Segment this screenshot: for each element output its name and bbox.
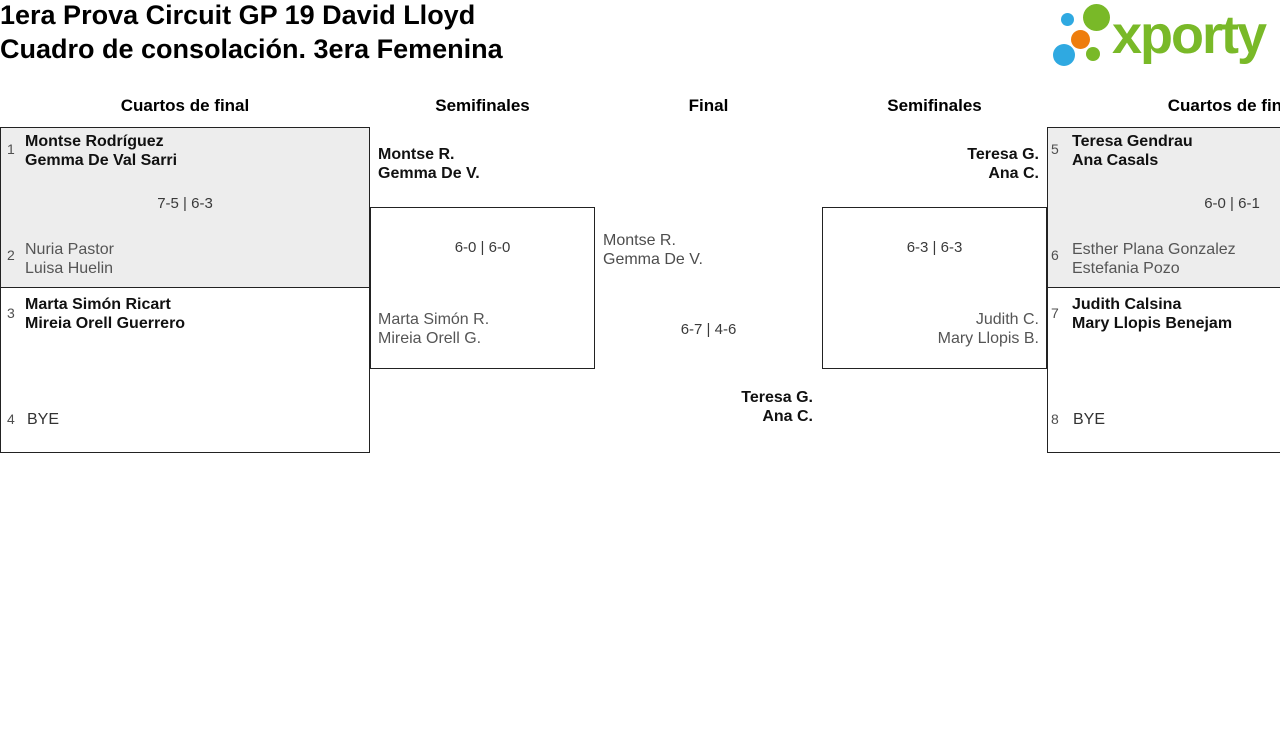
player-name: Montse Rodríguez [25, 133, 164, 150]
player-name: Gemma De Val Sarri [25, 152, 178, 169]
player-name: Mary Llopis Benejam [1072, 315, 1233, 332]
match-score: 7-5 | 6-3 [157, 195, 213, 212]
match-score: 6-3 | 6-3 [906, 239, 963, 256]
team-names: Judith Calsina Mary Llopis Benejam [1072, 295, 1232, 333]
team-names: Teresa G. Ana C. [596, 388, 813, 426]
logo-dot-icon [1071, 30, 1090, 49]
seed-number: 6 [1051, 247, 1059, 263]
team-names: Marta Simón Ricart Mireia Orell Guerrero [25, 295, 185, 333]
match-box-qf-left-bottom[interactable] [0, 287, 370, 453]
logo-wordmark: xporty [1112, 5, 1267, 65]
match-score: 6-7 | 4-6 [680, 321, 737, 338]
match-score: 6-0 | 6-1 [1204, 195, 1260, 212]
team-names: Teresa G. Ana C. [822, 145, 1039, 183]
player-name: Nuria Pastor [25, 241, 114, 258]
player-name: Montse R. [378, 146, 455, 163]
seed-number: 8 [1051, 411, 1059, 427]
player-name: Montse R. [603, 232, 676, 249]
match-box-qf-right-bottom[interactable] [1047, 287, 1280, 453]
player-name: Teresa G. [967, 146, 1039, 163]
seed-number: 3 [7, 305, 15, 321]
logo-dot-icon [1053, 44, 1075, 66]
round-header-semifinals-right: Semifinales [887, 96, 982, 115]
team-names: Montse R. Gemma De V. [378, 145, 480, 183]
match-box-sf-left[interactable] [370, 207, 595, 369]
logo-dot-icon [1061, 13, 1074, 26]
seed-number: 5 [1051, 141, 1059, 157]
team-names: Marta Simón R. Mireia Orell G. [378, 310, 489, 348]
player-name: Mireia Orell Guerrero [25, 315, 186, 332]
round-header-quarterfinals-left: Cuartos de final [120, 96, 250, 115]
seed-number: 2 [7, 247, 15, 263]
player-name: Esther Plana Gonzalez [1072, 241, 1236, 258]
seed-number: 4 [7, 411, 15, 427]
bye-label: BYE [27, 411, 60, 428]
round-header-quarterfinals-right: Cuartos de final [1167, 96, 1280, 115]
team-names: Montse Rodríguez Gemma De Val Sarri [25, 132, 177, 170]
player-name: Gemma De V. [603, 251, 703, 268]
round-header-semifinals-left: Semifinales [435, 96, 530, 115]
team-names: Nuria Pastor Luisa Huelin [25, 240, 114, 278]
player-name: Ana C. [988, 165, 1039, 182]
player-name: Judith Calsina [1072, 296, 1182, 313]
team-names: Montse R. Gemma De V. [603, 231, 703, 269]
player-name: Mary Llopis B. [937, 330, 1039, 347]
player-name: Ana Casals [1072, 152, 1159, 169]
seed-number: 1 [7, 141, 15, 157]
team-names: Esther Plana Gonzalez Estefania Pozo [1072, 240, 1236, 278]
player-name: Gemma De V. [378, 165, 480, 182]
logo-dot-icon [1086, 47, 1100, 61]
player-name: Teresa Gendrau [1072, 133, 1193, 150]
match-score: 6-0 | 6-0 [454, 239, 511, 256]
round-header-final: Final [688, 96, 729, 115]
draw-name: Cuadro de consolación. 3era Femenina [0, 34, 503, 64]
bye-label: BYE [1073, 411, 1106, 428]
match-box-sf-right[interactable] [822, 207, 1047, 369]
player-name: Estefania Pozo [1072, 260, 1180, 277]
team-names: Judith C. Mary Llopis B. [822, 310, 1039, 348]
match-box-qf-left-top[interactable] [0, 127, 370, 288]
player-name: Teresa G. [741, 389, 813, 406]
tournament-name: 1era Prova Circuit GP 19 David Lloyd [0, 0, 476, 30]
seed-number: 7 [1051, 305, 1059, 321]
player-name: Marta Simón R. [378, 311, 490, 328]
player-name: Ana C. [762, 408, 813, 425]
player-name: Marta Simón Ricart [25, 296, 171, 313]
player-name: Mireia Orell G. [378, 330, 482, 347]
logo-dot-icon [1083, 4, 1110, 31]
player-name: Judith C. [975, 311, 1039, 328]
team-names: Teresa Gendrau Ana Casals [1072, 132, 1193, 170]
player-name: Luisa Huelin [25, 260, 114, 277]
page-title: 1era Prova Circuit GP 19 David Lloyd Cua… [0, 0, 503, 66]
